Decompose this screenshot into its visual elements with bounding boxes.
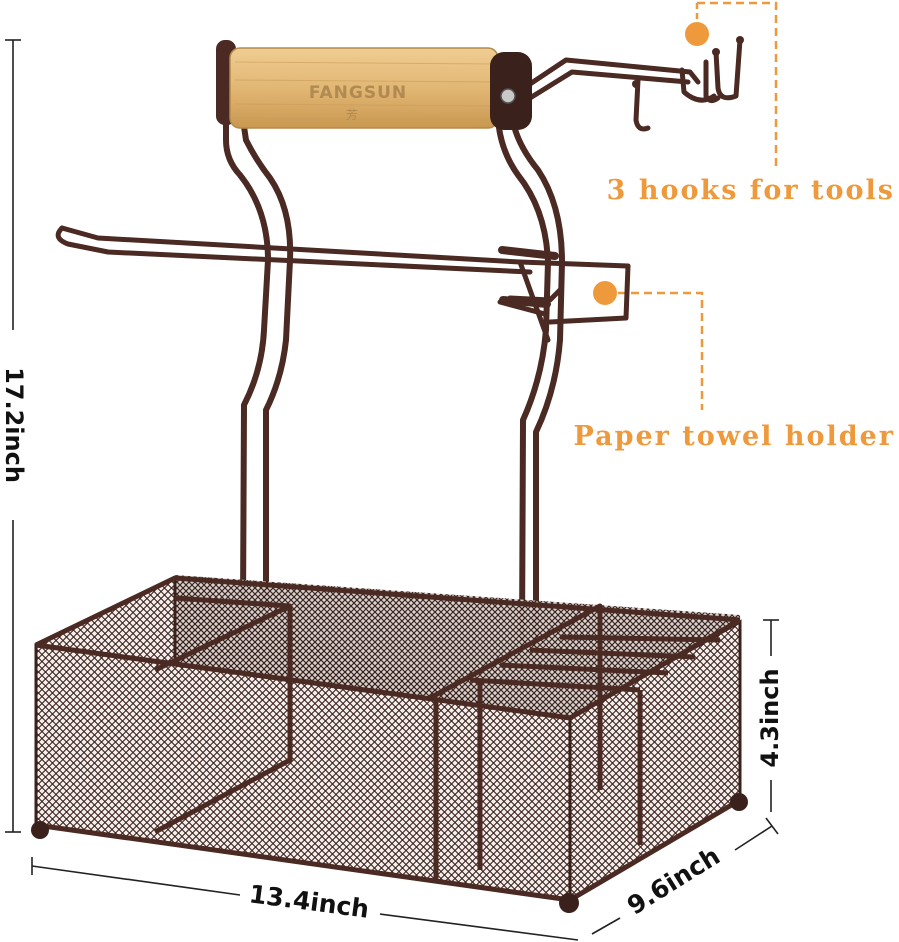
towel-callout: Paper towel holder: [574, 281, 896, 452]
width-dimension-label: 13.4inch: [247, 879, 370, 924]
mesh-basket: [31, 575, 748, 913]
depth-dimension: [591, 817, 779, 935]
handle-screw-icon: [500, 88, 516, 104]
hook-tip-icon: [632, 80, 640, 88]
bamboo-handle: FANGSUN 芳: [216, 40, 532, 130]
hooks-callout: 3 hooks for tools: [607, 1, 895, 206]
brand-logo: FANGSUN: [309, 83, 407, 103]
hook-tip-icon: [736, 36, 744, 44]
basket-foot: [559, 893, 579, 913]
height-dimension: [5, 39, 21, 833]
towel-callout-dot: [593, 281, 617, 305]
hooks-callout-label: 3 hooks for tools: [607, 175, 895, 206]
width-dimension: [31, 857, 579, 941]
basket-height-dimension-label: 4.3inch: [756, 668, 784, 767]
hook-tip-icon: [712, 48, 720, 56]
basket-foot: [730, 793, 748, 811]
basket-height-dimension: [763, 619, 779, 812]
caddy-frame: [55, 37, 743, 648]
brand-mark: 芳: [346, 108, 358, 122]
towel-callout-label: Paper towel holder: [574, 421, 896, 452]
hooks-callout-dot: [685, 22, 709, 46]
height-dimension-label: 17.2inch: [0, 367, 28, 483]
basket-foot: [31, 821, 49, 839]
